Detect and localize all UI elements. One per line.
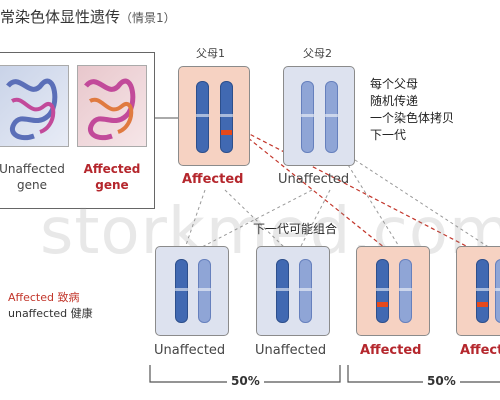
affected-gene-label-line2: gene xyxy=(95,178,129,192)
child2-panel xyxy=(256,246,330,336)
note-line-4: 下一代 xyxy=(370,128,407,142)
child3-status: Affected xyxy=(360,343,422,358)
title-main: 常染色体显性遗传 xyxy=(0,8,121,26)
affected-gene-label-line1: Affected xyxy=(83,162,141,176)
parent2-name: 父母2 xyxy=(303,47,332,60)
child3-chromosome-a xyxy=(376,259,389,323)
child4-mutation-mark xyxy=(477,302,488,307)
child1-chromosome-a xyxy=(175,259,188,323)
note-line-1: 每个父母 xyxy=(370,77,419,91)
legend-affected: Affected 致病 xyxy=(8,291,80,304)
parent1-panel xyxy=(178,66,250,166)
dash-p2-c3 xyxy=(344,159,401,249)
child1-chromosome-b xyxy=(198,259,211,323)
child4-chromosome-a xyxy=(476,259,489,323)
affected-protein-icon xyxy=(84,78,136,141)
dash-p2-c2 xyxy=(299,189,331,249)
diagram-title: 常染色体显性遗传（情景1） xyxy=(0,6,176,27)
percent-left: 50% xyxy=(227,374,264,388)
title-sub: （情景1） xyxy=(120,11,176,25)
unaffected-gene-label: Unaffected gene xyxy=(0,161,67,193)
unaffected-gene-image xyxy=(0,65,69,147)
note-line-3: 一个染色体拷贝 xyxy=(370,111,455,125)
child1-panel xyxy=(155,246,229,336)
parent2-chromosome-a xyxy=(301,81,314,153)
affected-gene-image xyxy=(77,65,147,147)
child4-status: Affected xyxy=(460,343,500,358)
dash-red-c4 xyxy=(231,124,471,249)
child2-chromosome-a xyxy=(276,259,289,323)
parent2-status: Unaffected xyxy=(278,172,350,187)
dash-p1-c2 xyxy=(224,189,286,249)
combination-label: 下一代可能组合 xyxy=(253,222,338,236)
child1-status: Unaffected xyxy=(154,343,226,358)
legend: Affected 致病 unaffected 健康 xyxy=(8,290,93,322)
dash-p2-c4 xyxy=(354,159,491,249)
transmission-note: 每个父母 随机传递 一个染色体拷贝 下一代 xyxy=(370,76,454,144)
parent1-mutation-mark xyxy=(221,130,232,135)
gene-zoom-panel: Unaffected gene Affected gene xyxy=(0,52,155,209)
child2-status: Unaffected xyxy=(255,343,327,358)
percent-right: 50% xyxy=(423,374,460,388)
note-line-2: 随机传递 xyxy=(370,94,419,108)
parent1-name: 父母1 xyxy=(196,47,225,60)
parent1-chromosome-b xyxy=(220,81,233,153)
child3-chromosome-b xyxy=(399,259,412,323)
legend-unaffected: unaffected 健康 xyxy=(8,307,93,320)
unaffected-gene-label-line2: gene xyxy=(17,178,47,192)
dash-p1-c1 xyxy=(184,189,206,249)
affected-gene-label: Affected gene xyxy=(77,161,147,193)
dash-red-c3 xyxy=(231,124,386,249)
child4-status-clip: Affected xyxy=(460,343,500,363)
child4-panel xyxy=(456,246,500,336)
parent1-status: Affected xyxy=(182,172,244,187)
parent1-chromosome-a xyxy=(196,81,209,153)
child2-chromosome-b xyxy=(299,259,312,323)
unaffected-gene-label-line1: Unaffected xyxy=(0,162,65,176)
unaffected-protein-icon xyxy=(6,78,58,141)
child4-chromosome-b xyxy=(495,259,500,323)
parent2-panel xyxy=(283,66,355,166)
child3-panel xyxy=(356,246,430,336)
child3-mutation-mark xyxy=(377,302,388,307)
parent2-chromosome-b xyxy=(325,81,338,153)
